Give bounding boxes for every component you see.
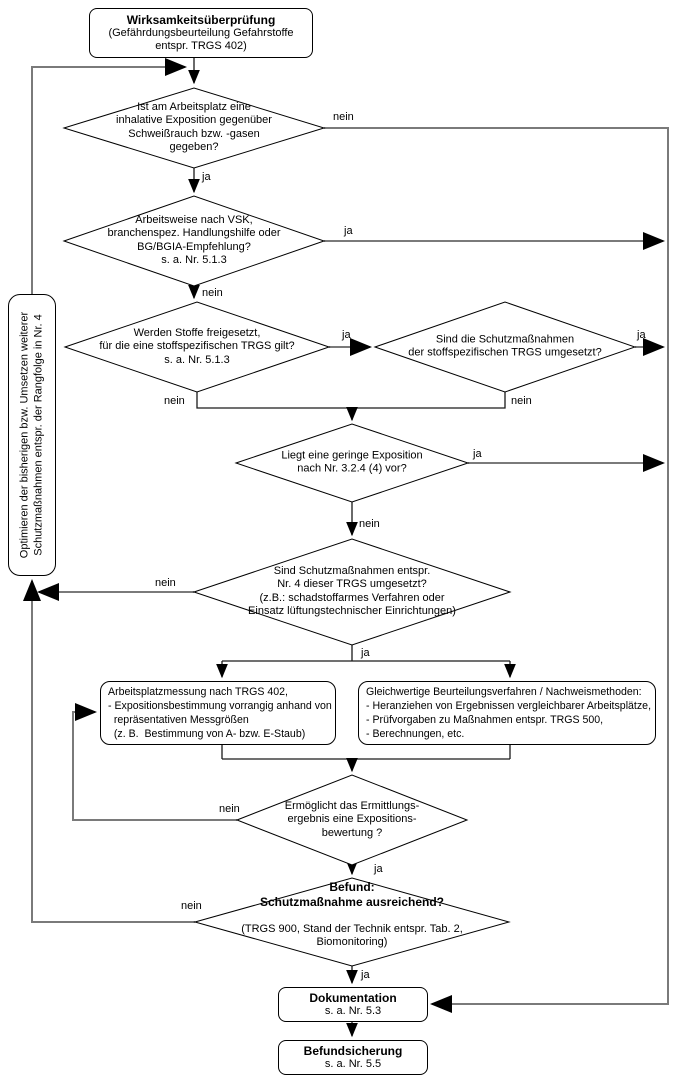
decision-d4-text: Sind die Schutzmaßnahmen der stoffspezif…	[408, 333, 602, 359]
decision-d1-text: Ist am Arbeitsplatz eine inhalative Expo…	[116, 101, 272, 154]
decision-d8-shape	[193, 877, 511, 967]
decision-d4-shape	[373, 301, 637, 393]
dokumentation-title: Dokumentation	[309, 990, 397, 1005]
edge-label-d3-nein: nein	[164, 395, 185, 407]
edge-label-d8-ja: ja	[361, 969, 370, 981]
edge-label-d6-ja: ja	[361, 647, 370, 659]
decision-d7-shape	[235, 774, 469, 866]
decision-d3-text: Werden Stoffe freigesetzt, für die eine …	[99, 326, 295, 366]
edge-label-d4-nein: nein	[511, 395, 532, 407]
process-gleichwertige-verfahren-text: Gleichwertige Beurteilungsverfahren / Na…	[366, 686, 652, 740]
decision-d8-text: Befund: Schutzmaßnahme ausreichend? (TRG…	[217, 867, 487, 963]
process-optimieren-schutzmassnahmen: Optimieren der bisherigen bzw. Umsetzen …	[8, 294, 56, 576]
decision-d6-shape	[192, 538, 512, 646]
decision-d6-text: Sind Schutzmaßnahmen entspr. Nr. 4 diese…	[248, 565, 456, 618]
step-connectors	[188, 58, 516, 1038]
process-befundsicherung: Befundsicherung s. a. Nr. 5.5	[278, 1040, 428, 1075]
process-arbeitsplatzmessung: Arbeitsplatzmessung nach TRGS 402, - Exp…	[100, 681, 336, 745]
start-node: Wirksamkeitsüberprüfung (Gefährdungsbeur…	[89, 8, 313, 58]
edge-label-d2-ja: ja	[344, 225, 353, 237]
befundsicherung-title: Befundsicherung	[303, 1043, 403, 1058]
process-optimieren-text: Optimieren der bisherigen bzw. Umsetzen …	[18, 311, 44, 559]
edge-label-d8-nein: nein	[181, 900, 202, 912]
decision-d7-text: Ermöglicht das Ermittlungs- ergebnis ein…	[284, 799, 420, 839]
decision-d5-text: Liegt eine geringe Exposition nach Nr. 3…	[281, 449, 423, 475]
edge-label-d4-ja: ja	[637, 329, 646, 341]
start-title: Wirksamkeitsüberprüfung	[126, 12, 276, 27]
dokumentation-ref: s. a. Nr. 5.3	[324, 1004, 382, 1017]
edge-label-d7-ja: ja	[374, 863, 383, 875]
edge-label-d6-nein: nein	[155, 577, 176, 589]
process-gleichwertige-verfahren: Gleichwertige Beurteilungsverfahren / Na…	[358, 681, 656, 745]
start-subtitle: (Gefährdungsbeurteilung Gefahrstoffe ent…	[108, 26, 294, 52]
edge-label-d1-ja: ja	[202, 171, 211, 183]
edge-label-d7-nein: nein	[219, 803, 240, 815]
decision-d1-shape	[62, 87, 326, 169]
process-arbeitsplatzmessung-text: Arbeitsplatzmessung nach TRGS 402, - Exp…	[108, 686, 332, 740]
routing-lines	[23, 58, 669, 1013]
edge-label-d5-ja: ja	[473, 448, 482, 460]
edge-label-d1-nein: nein	[333, 111, 354, 123]
decision-d8-title: Befund: Schutzmaßnahme ausreichend?	[259, 880, 445, 909]
decision-d8-note: (TRGS 900, Stand der Technik entspr. Tab…	[241, 922, 463, 949]
decision-d2-shape	[62, 195, 326, 287]
decision-d5-shape	[234, 423, 470, 503]
decision-shapes	[62, 87, 637, 967]
process-dokumentation: Dokumentation s. a. Nr. 5.3	[278, 987, 428, 1022]
edge-label-d3-ja: ja	[342, 329, 351, 341]
edge-label-d5-nein: nein	[359, 518, 380, 530]
decision-d3-shape	[63, 301, 331, 393]
edge-label-d2-nein: nein	[202, 287, 223, 299]
decision-d2-text: Arbeitsweise nach VSK, branchenspez. Han…	[107, 214, 281, 267]
befundsicherung-ref: s. a. Nr. 5.5	[324, 1057, 382, 1070]
